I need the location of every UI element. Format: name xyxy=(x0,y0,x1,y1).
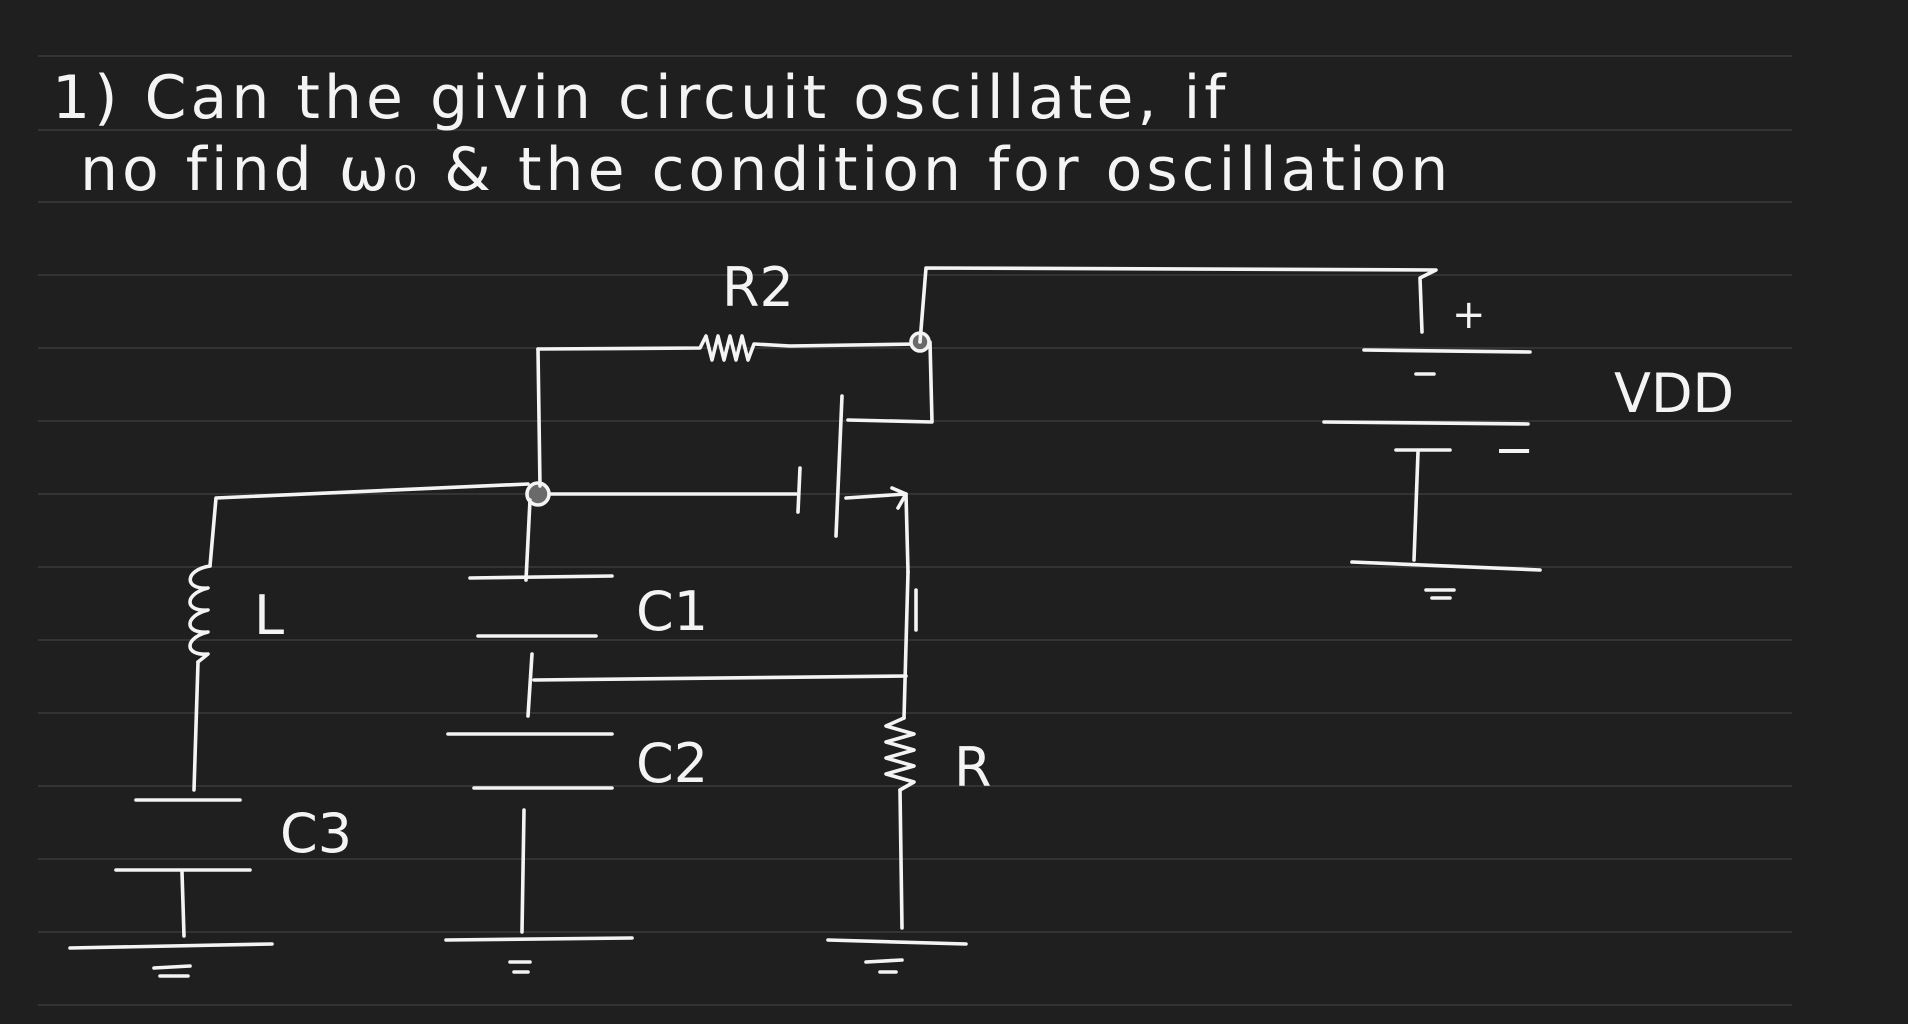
vdd-minus-label: − xyxy=(1494,422,1534,478)
mosfet-gate-plate xyxy=(796,466,802,514)
ground-right xyxy=(826,938,968,974)
vdd-stem xyxy=(1412,450,1420,562)
mosfet-drain-wire xyxy=(846,340,934,424)
vdd-plus-label: + xyxy=(1452,292,1486,338)
source-wire xyxy=(902,570,918,720)
ground-middle xyxy=(444,936,634,974)
r2-label: R2 xyxy=(722,256,794,319)
r2-wire xyxy=(536,334,920,362)
c1-plate-top xyxy=(468,574,614,580)
mosfet-source-wire xyxy=(904,492,910,574)
c2-ground-wire xyxy=(520,808,526,934)
inductor-top-wire xyxy=(208,482,530,568)
c3-label: C3 xyxy=(280,802,352,865)
ground-left xyxy=(68,942,274,978)
c2-label: C2 xyxy=(636,732,708,795)
resistor-r-label: R xyxy=(954,736,992,799)
mosfet-channel xyxy=(834,394,844,538)
c1-label: C1 xyxy=(636,580,708,643)
gate-node xyxy=(525,481,551,507)
vdd-plate-middle xyxy=(1322,420,1530,426)
resistor-r-ground-wire xyxy=(898,788,904,930)
vdd-plate-top xyxy=(1362,348,1532,354)
vdd-ground-line xyxy=(1350,560,1542,572)
vdd-ground-symbol xyxy=(1424,588,1456,600)
vdd-label: VDD xyxy=(1614,362,1734,425)
c3-ground-wire xyxy=(180,870,186,938)
c1-c2-junction-wire xyxy=(526,652,908,718)
gate-r2-wire xyxy=(536,347,542,488)
resistor-r xyxy=(884,716,916,792)
question-line-2: no find ω₀ & the condition for oscillati… xyxy=(80,135,1452,205)
inductor-label: L xyxy=(254,584,284,647)
mosfet-source-arrow xyxy=(844,486,908,510)
question-line-1: 1) Can the givin circuit oscillate, if xyxy=(52,63,1229,133)
inductor-coil xyxy=(188,564,212,664)
c1-top-wire xyxy=(524,498,532,582)
inductor-bottom-wire xyxy=(192,660,200,792)
vdd-supply-wire xyxy=(918,266,1438,344)
